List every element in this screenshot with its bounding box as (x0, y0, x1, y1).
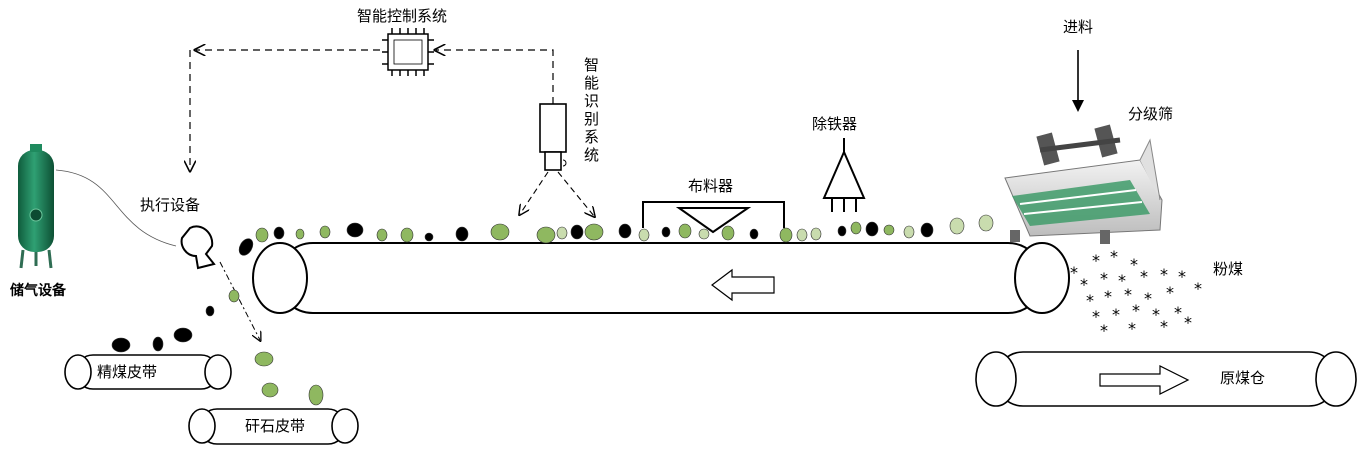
iron-remover-icon (822, 138, 866, 212)
smart-control-label: 智能控制系统 (357, 7, 448, 25)
svg-text:*: * (1194, 279, 1202, 298)
fine-coal-particles: **** ****** ****** ***** **** (1070, 247, 1202, 340)
main-conveyor-belt (252, 242, 1070, 314)
svg-text:*: * (1110, 247, 1118, 266)
svg-text:*: * (1152, 305, 1160, 324)
arrow-left-icon (711, 268, 775, 302)
air-tank-icon (18, 144, 54, 269)
iron-remover-label: 除铁器 (812, 115, 858, 133)
svg-text:*: * (1092, 307, 1100, 326)
actuator-nozzle-icon (180, 225, 216, 270)
svg-text:*: * (1112, 305, 1120, 324)
actuator-label: 执行设备 (140, 196, 201, 214)
svg-text:*: * (1178, 267, 1186, 286)
chip-icon (382, 28, 434, 76)
svg-text:*: * (1086, 291, 1094, 310)
svg-text:*: * (1140, 267, 1148, 286)
clean-coal-belt-label: 精煤皮带 (97, 363, 158, 381)
gangue-belt-label: 矸石皮带 (245, 417, 306, 435)
svg-text:*: * (1080, 275, 1088, 294)
distributor-label: 布料器 (688, 177, 734, 195)
svg-text:*: * (1124, 285, 1132, 304)
svg-text:*: * (1160, 317, 1168, 336)
svg-text:*: * (1104, 287, 1112, 306)
camera-icon (539, 103, 567, 171)
falling-particles (111, 238, 324, 406)
feed-arrow (1072, 50, 1084, 112)
svg-text:*: * (1144, 289, 1152, 308)
raw-coal-bin-label: 原煤仓 (1220, 369, 1266, 387)
svg-text:*: * (1130, 255, 1138, 274)
feed-label: 进料 (1063, 18, 1094, 36)
svg-text:*: * (1092, 251, 1100, 270)
grading-screen-label: 分级筛 (1128, 105, 1174, 123)
vibrating-screen-icon (1004, 124, 1163, 244)
air-hose (55, 169, 177, 247)
fine-coal-label: 粉煤 (1213, 260, 1244, 278)
svg-text:*: * (1100, 269, 1108, 288)
svg-text:*: * (1128, 319, 1136, 338)
svg-text:*: * (1132, 301, 1140, 320)
clean-coal-belt (64, 354, 232, 390)
gangue-belt (188, 408, 359, 445)
arrow-right-icon (1099, 365, 1190, 395)
distributor-icon (642, 201, 785, 234)
svg-text:*: * (1118, 271, 1126, 290)
svg-text:*: * (1174, 303, 1182, 322)
svg-text:*: * (1070, 263, 1078, 282)
svg-text:*: * (1184, 313, 1192, 332)
air-storage-label: 储气设备 (10, 283, 66, 299)
svg-text:*: * (1160, 265, 1168, 284)
svg-text:*: * (1100, 321, 1108, 340)
camera-view-lines (520, 171, 594, 216)
material-particles (255, 214, 994, 244)
control-signal-lines (190, 50, 554, 170)
ejection-path (219, 261, 260, 340)
smart-recognition-label: 智能识别系统 (584, 56, 600, 164)
svg-text:*: * (1166, 283, 1174, 302)
